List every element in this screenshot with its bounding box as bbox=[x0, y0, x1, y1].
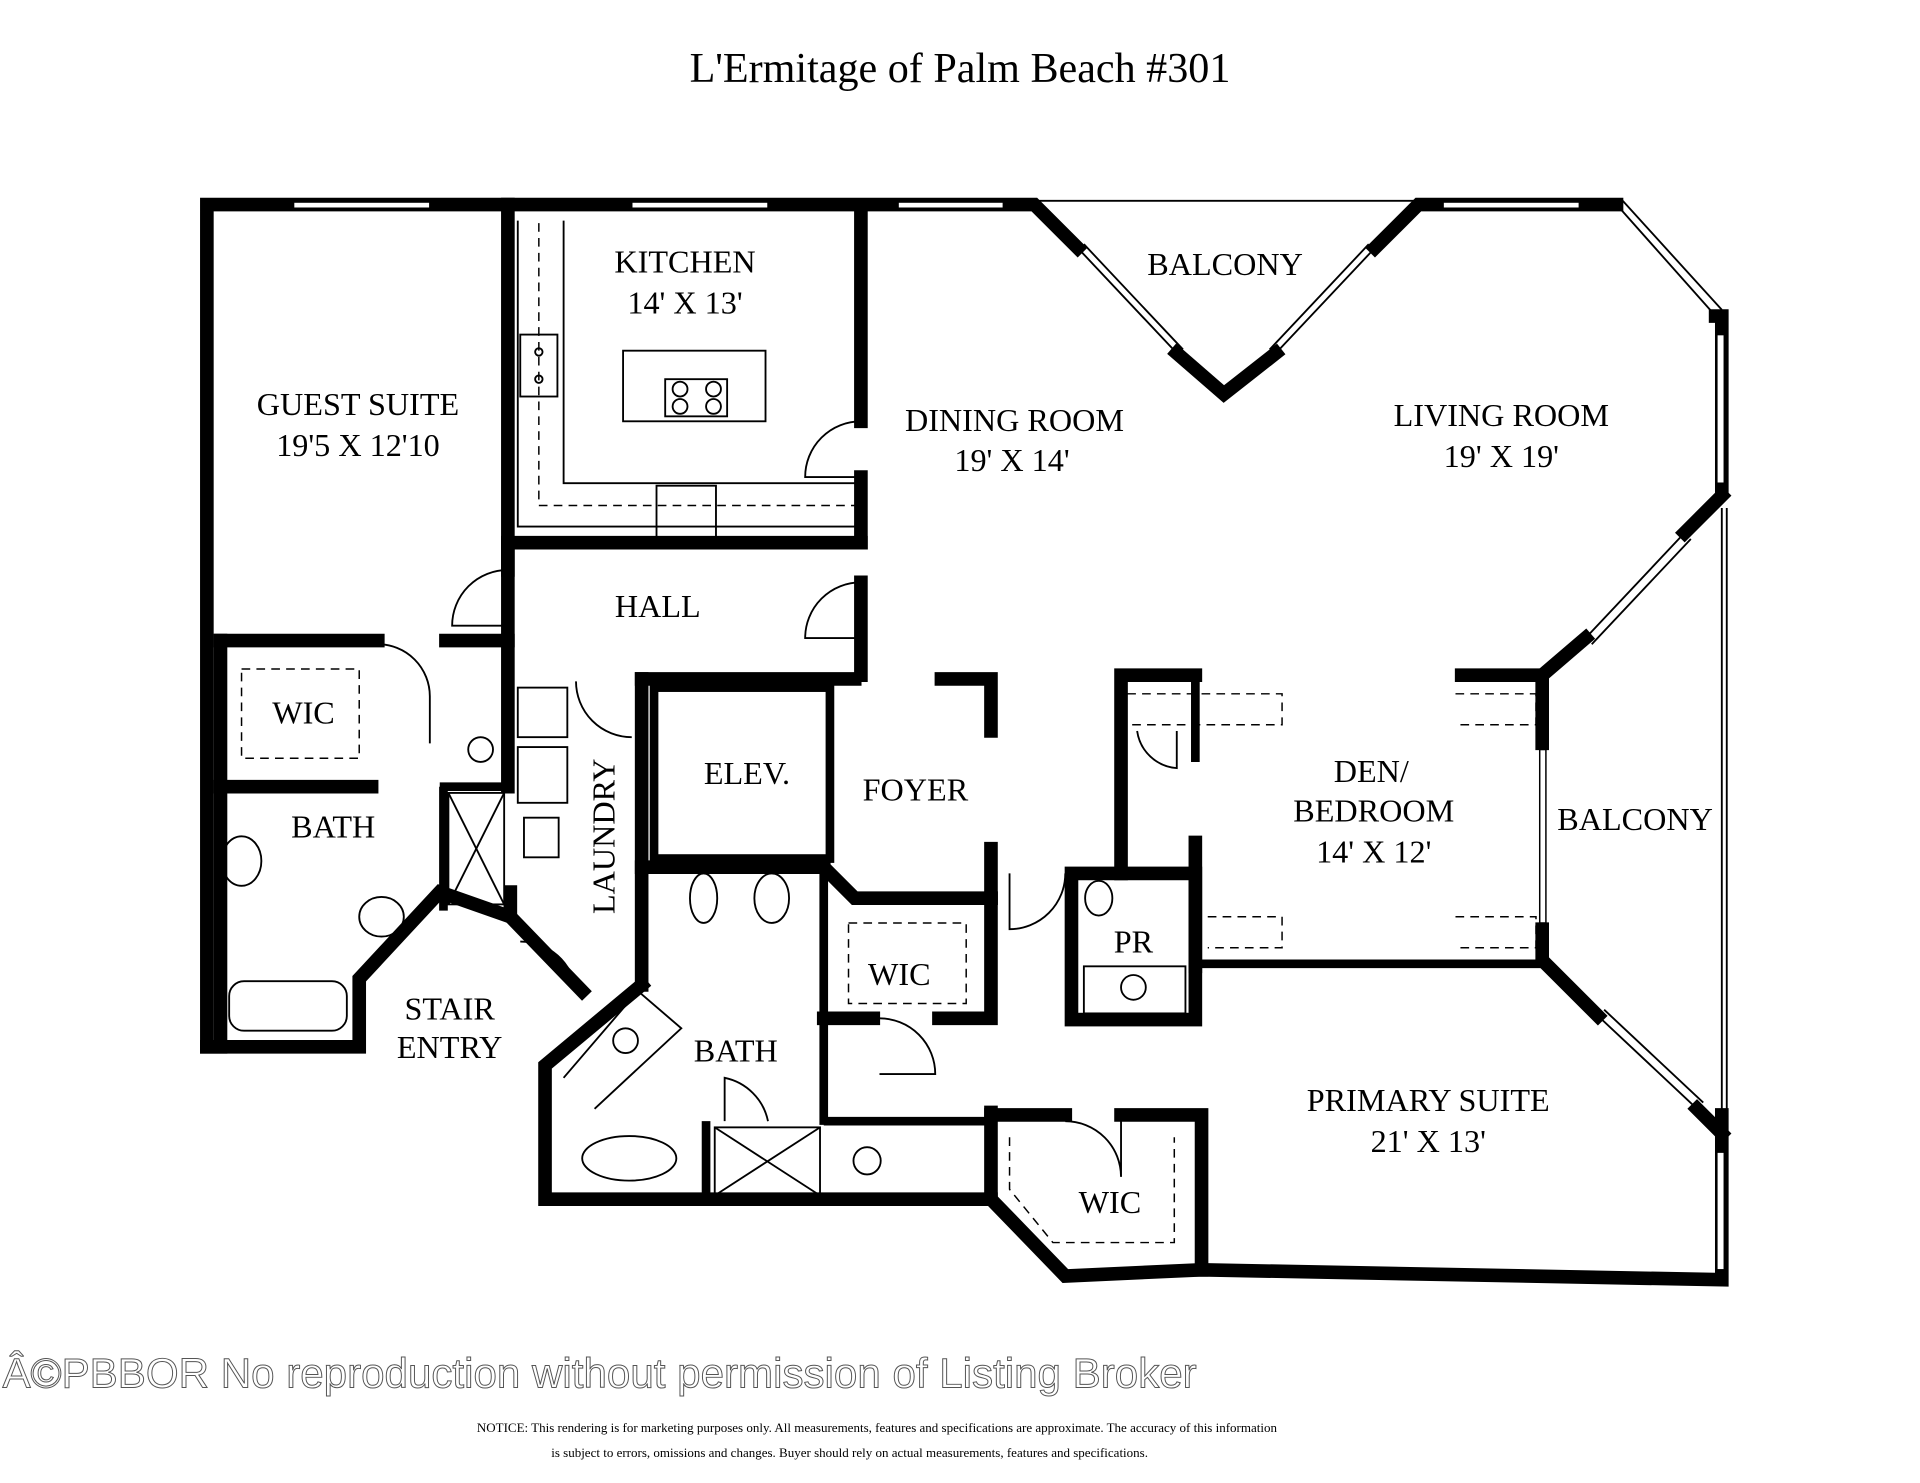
laundry-label: LAUNDRY bbox=[585, 758, 621, 914]
powder-room-label: PR bbox=[1114, 924, 1154, 960]
guest-suite-label: GUEST SUITE bbox=[257, 386, 459, 422]
dining-size: 19' X 14' bbox=[954, 442, 1069, 478]
stair-entry-label-2: ENTRY bbox=[397, 1029, 503, 1065]
notice-line-2: is subject to errors, omissions and chan… bbox=[551, 1445, 1148, 1460]
den-size: 14' X 12' bbox=[1316, 833, 1431, 869]
walls bbox=[200, 197, 1732, 1287]
wic-primary-label: WIC bbox=[1079, 1184, 1142, 1220]
balcony-north-label: BALCONY bbox=[1147, 246, 1303, 282]
den-label-1: DEN/ bbox=[1334, 753, 1409, 789]
living-size: 19' X 19' bbox=[1444, 438, 1559, 474]
hall-label: HALL bbox=[615, 588, 701, 624]
windows bbox=[292, 199, 1728, 1271]
room-labels: KITCHEN 14' X 13' GUEST SUITE 19'5 X 12'… bbox=[257, 244, 1713, 1220]
primary-suite-size: 21' X 13' bbox=[1371, 1123, 1486, 1159]
living-label: LIVING ROOM bbox=[1394, 397, 1609, 433]
dining-label: DINING ROOM bbox=[905, 402, 1124, 438]
elevator-label: ELEV. bbox=[704, 755, 790, 791]
plan-title: L'Ermitage of Palm Beach #301 bbox=[690, 45, 1231, 92]
guest-bath-label: BATH bbox=[291, 809, 375, 845]
den-label-2: BEDROOM bbox=[1293, 792, 1454, 828]
kitchen-label: KITCHEN bbox=[614, 244, 755, 280]
kitchen-size: 14' X 13' bbox=[627, 285, 742, 321]
primary-suite-label: PRIMARY SUITE bbox=[1307, 1082, 1550, 1118]
wic-guest-label: WIC bbox=[272, 695, 335, 731]
wic-center-label: WIC bbox=[868, 956, 931, 992]
watermark: Â©PBBOR No reproduction without permissi… bbox=[2, 1349, 1196, 1396]
foyer-label: FOYER bbox=[863, 771, 969, 807]
primary-bath-label: BATH bbox=[694, 1033, 778, 1069]
stair-entry-label-1: STAIR bbox=[404, 991, 495, 1027]
guest-suite-size: 19'5 X 12'10 bbox=[276, 427, 440, 463]
notice-line-1: NOTICE: This rendering is for marketing … bbox=[477, 1420, 1278, 1435]
balcony-east-label: BALCONY bbox=[1557, 801, 1713, 837]
